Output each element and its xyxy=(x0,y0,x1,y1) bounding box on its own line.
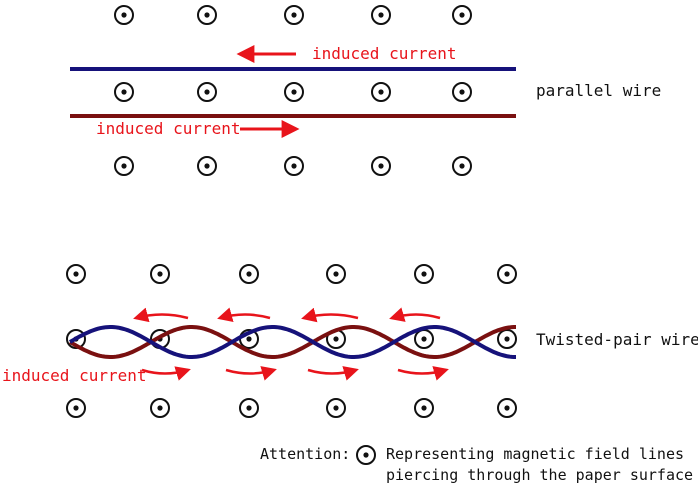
field-symbol-icon xyxy=(371,156,391,176)
field-symbol-icon xyxy=(497,329,517,349)
parallel-wire-label: parallel wire xyxy=(536,81,661,100)
twisted-field-symbols xyxy=(66,264,517,418)
field-symbol-icon xyxy=(150,264,170,284)
current-arrow-icon xyxy=(301,307,359,323)
legend: Attention: Representing magnetic field l… xyxy=(260,445,693,484)
current-arrow-icon xyxy=(133,307,189,323)
current-arrow-icon xyxy=(225,366,277,381)
field-symbol-icon xyxy=(114,5,134,25)
field-symbol-icon xyxy=(284,5,304,25)
twisted-red-wire xyxy=(68,325,516,359)
field-symbol-icon xyxy=(284,156,304,176)
field-symbol-icon xyxy=(452,82,472,102)
field-symbol-icon xyxy=(452,156,472,176)
field-symbol-icon xyxy=(114,82,134,102)
current-arrow-icon xyxy=(141,366,191,381)
parallel-section: induced current induced current parallel… xyxy=(70,5,661,176)
field-symbol-icon xyxy=(371,5,391,25)
top-induced-current-label: induced current xyxy=(312,44,457,63)
field-symbol-icon xyxy=(452,5,472,25)
current-arrow-icon xyxy=(217,307,271,322)
field-symbol-icon xyxy=(414,398,434,418)
twisted-induced-current-label: induced current xyxy=(2,366,147,385)
twisted-blue-wire xyxy=(68,325,516,359)
bottom-induced-current-label: induced current xyxy=(96,119,241,138)
field-symbol-icon xyxy=(414,329,434,349)
current-arrow-icon xyxy=(307,366,359,381)
field-symbol-icon xyxy=(239,264,259,284)
twisted-pair-wire-label: Twisted-pair wire xyxy=(536,330,698,349)
legend-prefix: Attention: xyxy=(260,445,350,463)
current-arrow-icon xyxy=(389,307,441,322)
field-symbol-icon xyxy=(197,5,217,25)
field-symbol-icon xyxy=(497,398,517,418)
parallel-field-symbols xyxy=(114,5,472,176)
field-symbol-icon xyxy=(414,264,434,284)
field-symbol-icon xyxy=(239,398,259,418)
field-symbol-icon xyxy=(66,398,86,418)
legend-line-2: piercing through the paper surface xyxy=(386,466,693,484)
legend-line-1: Representing magnetic field lines xyxy=(386,445,684,463)
field-symbol-icon xyxy=(114,156,134,176)
field-symbol-icon xyxy=(197,82,217,102)
field-symbol-icon xyxy=(326,398,346,418)
field-symbol-icon xyxy=(497,264,517,284)
field-symbol-icon xyxy=(150,398,170,418)
field-symbol-icon xyxy=(284,82,304,102)
legend-field-symbol-icon xyxy=(356,445,376,465)
field-symbol-icon xyxy=(326,264,346,284)
field-symbol-icon xyxy=(66,264,86,284)
twisted-current-arrows xyxy=(133,307,449,381)
current-arrow-icon xyxy=(397,366,449,381)
twisted-section: induced current Twisted-pair wire xyxy=(2,264,698,418)
field-symbol-icon xyxy=(371,82,391,102)
field-symbol-icon xyxy=(197,156,217,176)
